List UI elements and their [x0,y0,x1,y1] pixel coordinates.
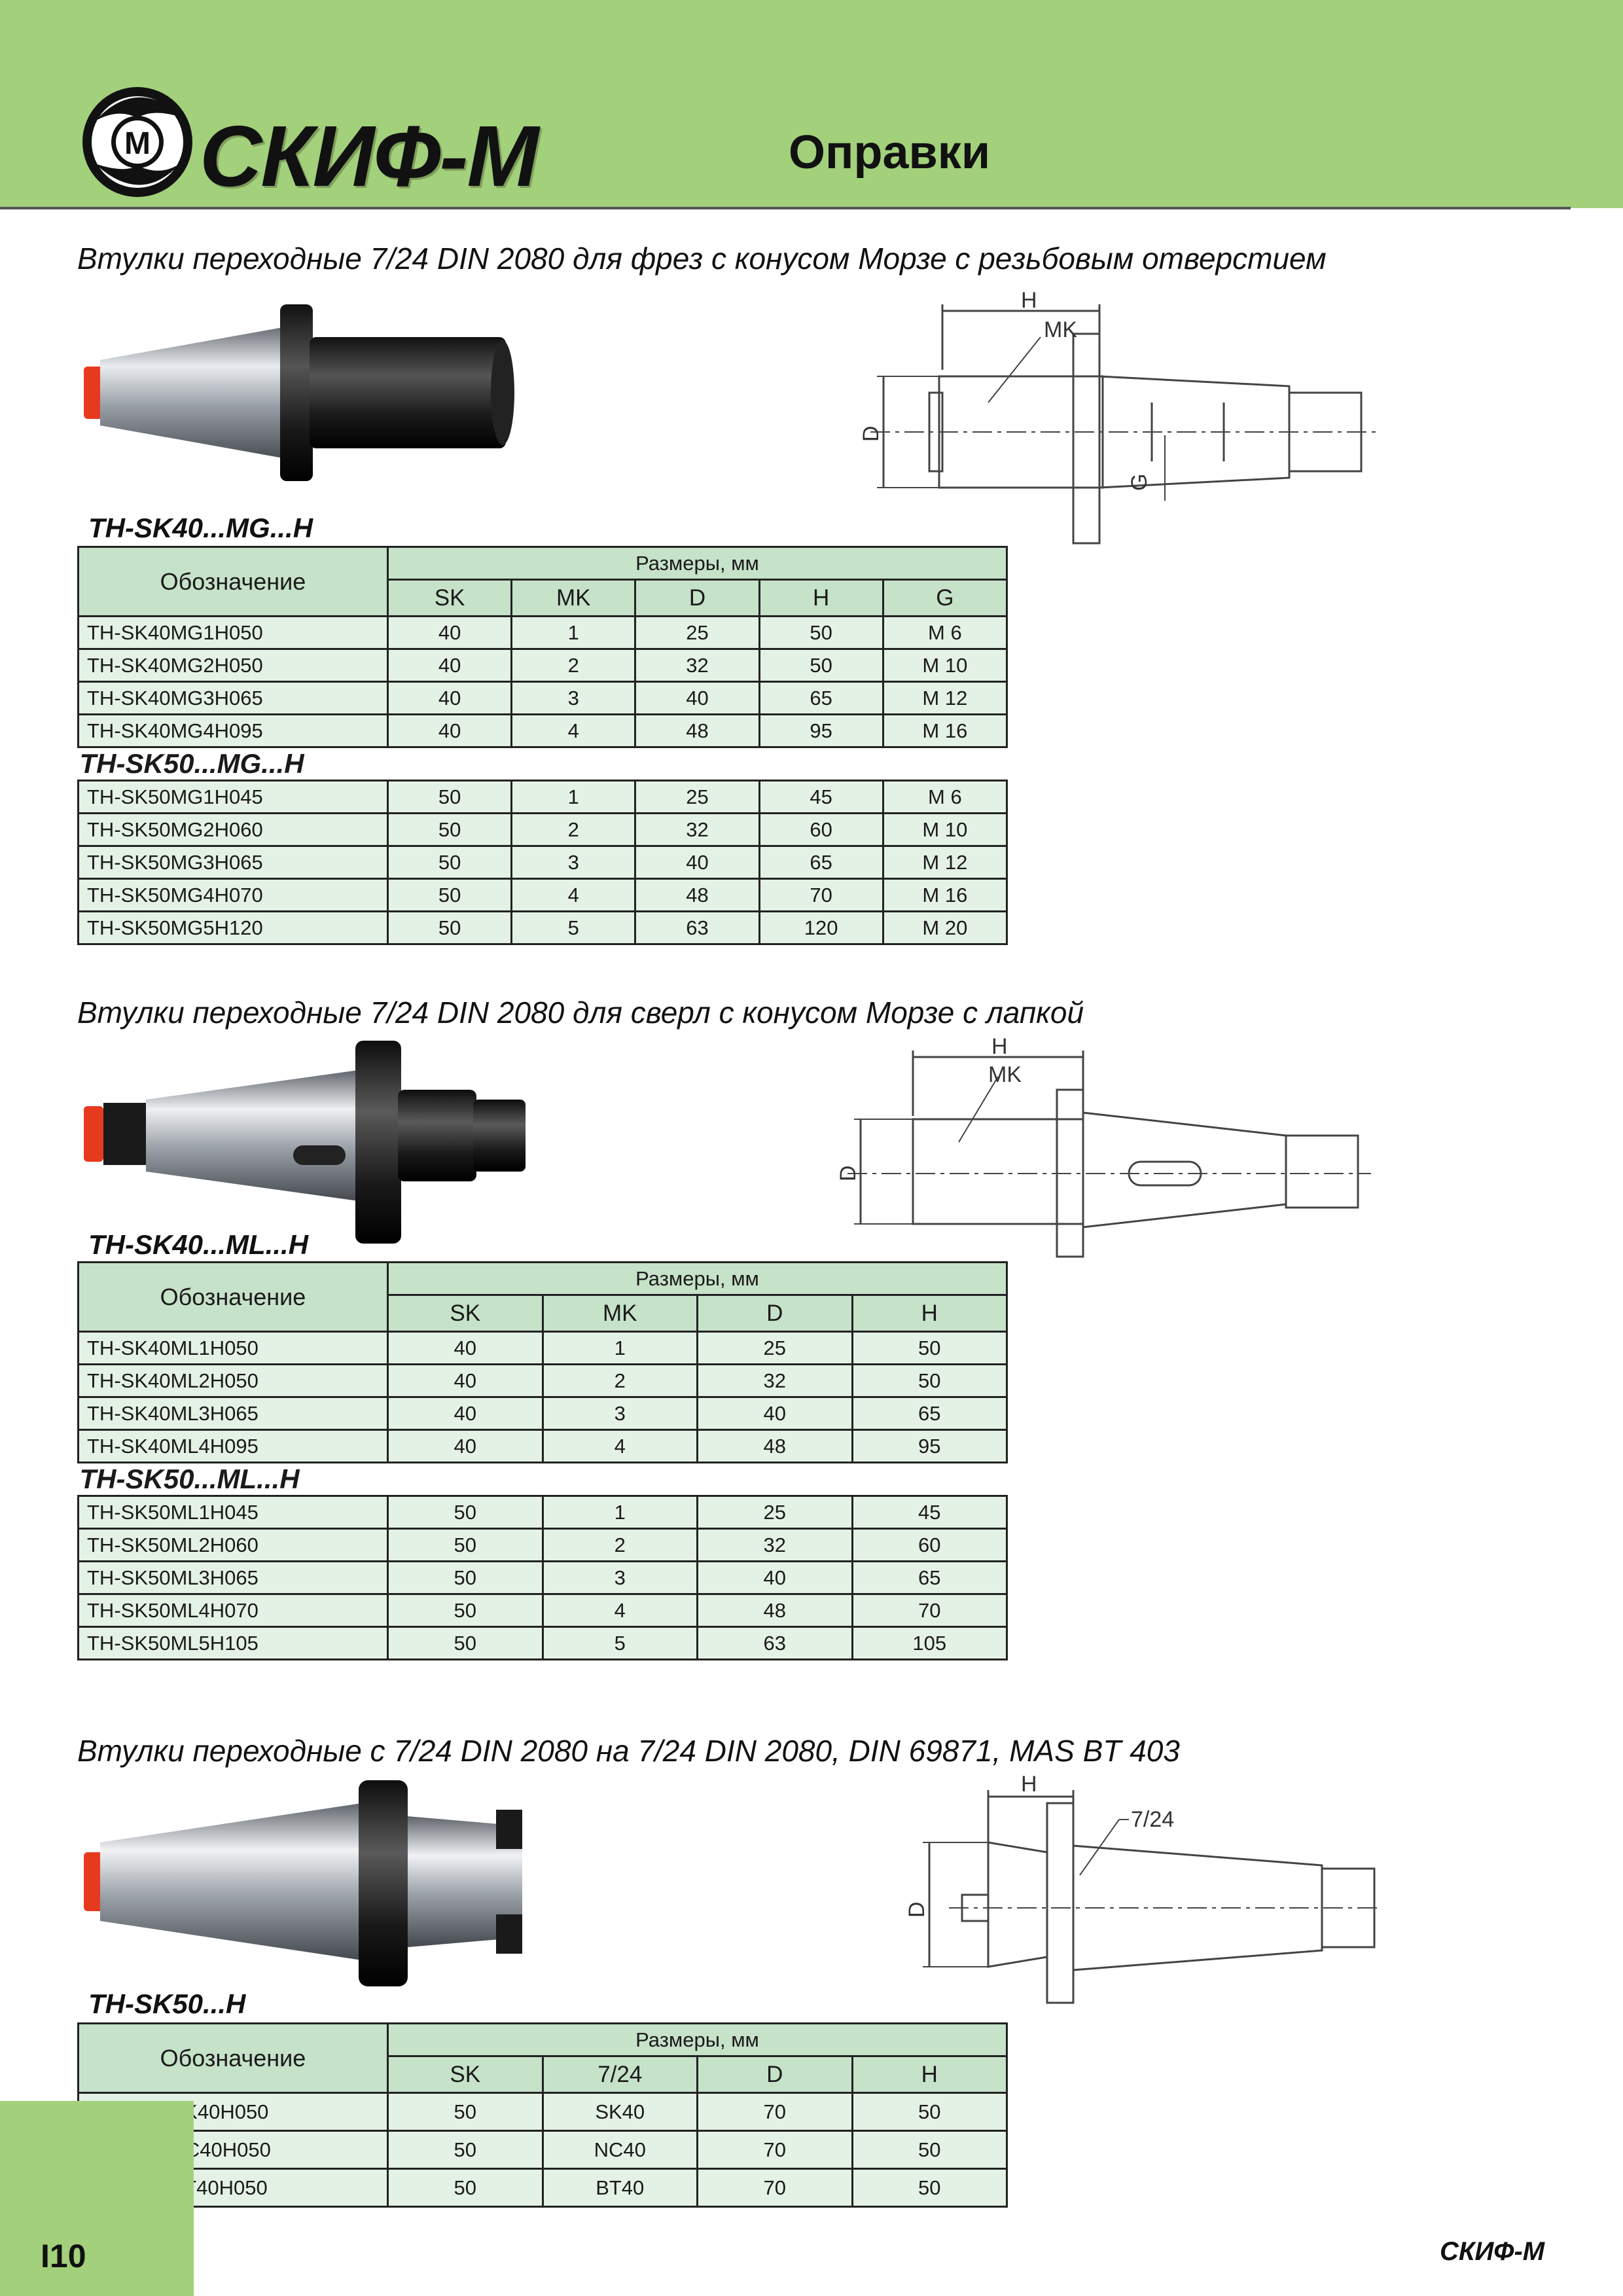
svg-text:H: H [1021,1772,1037,1797]
header-dimensions: Размеры, мм [387,2022,1008,2057]
model-label-mg: TH-SK40...MG...H [88,512,313,543]
page-title: Оправки [789,126,991,179]
column-header: D [696,2055,853,2094]
table-row: TH-SK50NC40H05050NC407050 [77,2130,1008,2170]
header-dimensions: Размеры, мм [387,546,1008,581]
product-photo-mg [77,298,522,497]
svg-text:MK: MK [988,1062,1022,1087]
column-header: 7/24 [541,2055,698,2094]
section-title-sk: Втулки переходные с 7/24 DIN 2080 на 7/2… [77,1734,1180,1768]
brand-name: СКИФ-М [200,108,539,204]
product-photo-ml [77,1034,535,1253]
technical-drawing-ml: H MK D [836,1031,1378,1270]
footer-brand: СКИФ-М [1440,2237,1545,2266]
group-label-row: TH-SK50...ML...H [78,1462,1007,1497]
svg-text:H: H [991,1034,1008,1059]
footer-band [0,2101,194,2296]
svg-text:М: М [124,126,151,161]
technical-drawing-sk: H 7/24 D [890,1770,1387,2009]
column-header: H [758,579,884,617]
page-number: I10 [41,2238,86,2274]
header-band [0,0,1623,208]
header-designation: Обозначение [77,2022,389,2094]
spec-table-sk: Обозначение Размеры, мм SK 7/24 D H TH-S… [77,2022,1008,2208]
spec-table-ml: Обозначение Размеры, мм SK MK D H TH-SK4… [77,1261,1008,1660]
svg-text:D: D [859,425,883,442]
svg-text:G: G [1127,474,1152,491]
header-dimensions: Размеры, мм [387,1261,1008,1296]
column-header: H [851,1294,1008,1333]
technical-drawing-mg: H MK D G [857,285,1394,545]
column-header: G [882,579,1008,617]
column-header: MK [541,1294,698,1333]
column-header: SK [387,1294,544,1333]
svg-text:D: D [904,1901,929,1918]
svg-text:7/24: 7/24 [1131,1807,1174,1832]
product-photo-sk [77,1777,548,1996]
column-header: SK [387,2055,544,2094]
brand-logo: М СКИФ-М [75,82,612,204]
group-label-row: TH-SK50...MG...H [78,746,1007,781]
header-designation: Обозначение [77,546,389,617]
model-label-sk: TH-SK50...H [88,1988,246,2019]
column-header: D [696,1294,853,1333]
section-title-ml: Втулки переходные 7/24 DIN 2080 для свер… [77,996,1084,1030]
svg-text:MK: MK [1044,317,1077,342]
column-header: SK [386,579,513,617]
spec-table-mg: Обозначение Размеры, мм SK MK D H G TH-S… [77,546,1008,945]
header-rule [0,207,1571,209]
model-label-ml: TH-SK40...ML...H [88,1229,309,1260]
column-header: D [634,579,760,617]
column-header: H [851,2055,1008,2094]
header-designation: Обозначение [77,1261,389,1333]
model-label-sk50-mg: TH-SK50...MG...H [78,746,1007,781]
section-title-mg: Втулки переходные 7/24 DIN 2080 для фрез… [77,242,1327,276]
model-label-sk50-ml: TH-SK50...ML...H [78,1462,1007,1497]
svg-text:D: D [836,1165,861,1181]
table-row: TH-SK50BT40H05050BT407050 [77,2168,1008,2208]
logo-emblem-icon: М [82,87,192,197]
column-header: MK [510,579,637,617]
svg-text:H: H [1021,288,1037,313]
table-row: TH-SK50SK40H05050SK407050 [77,2092,1008,2132]
